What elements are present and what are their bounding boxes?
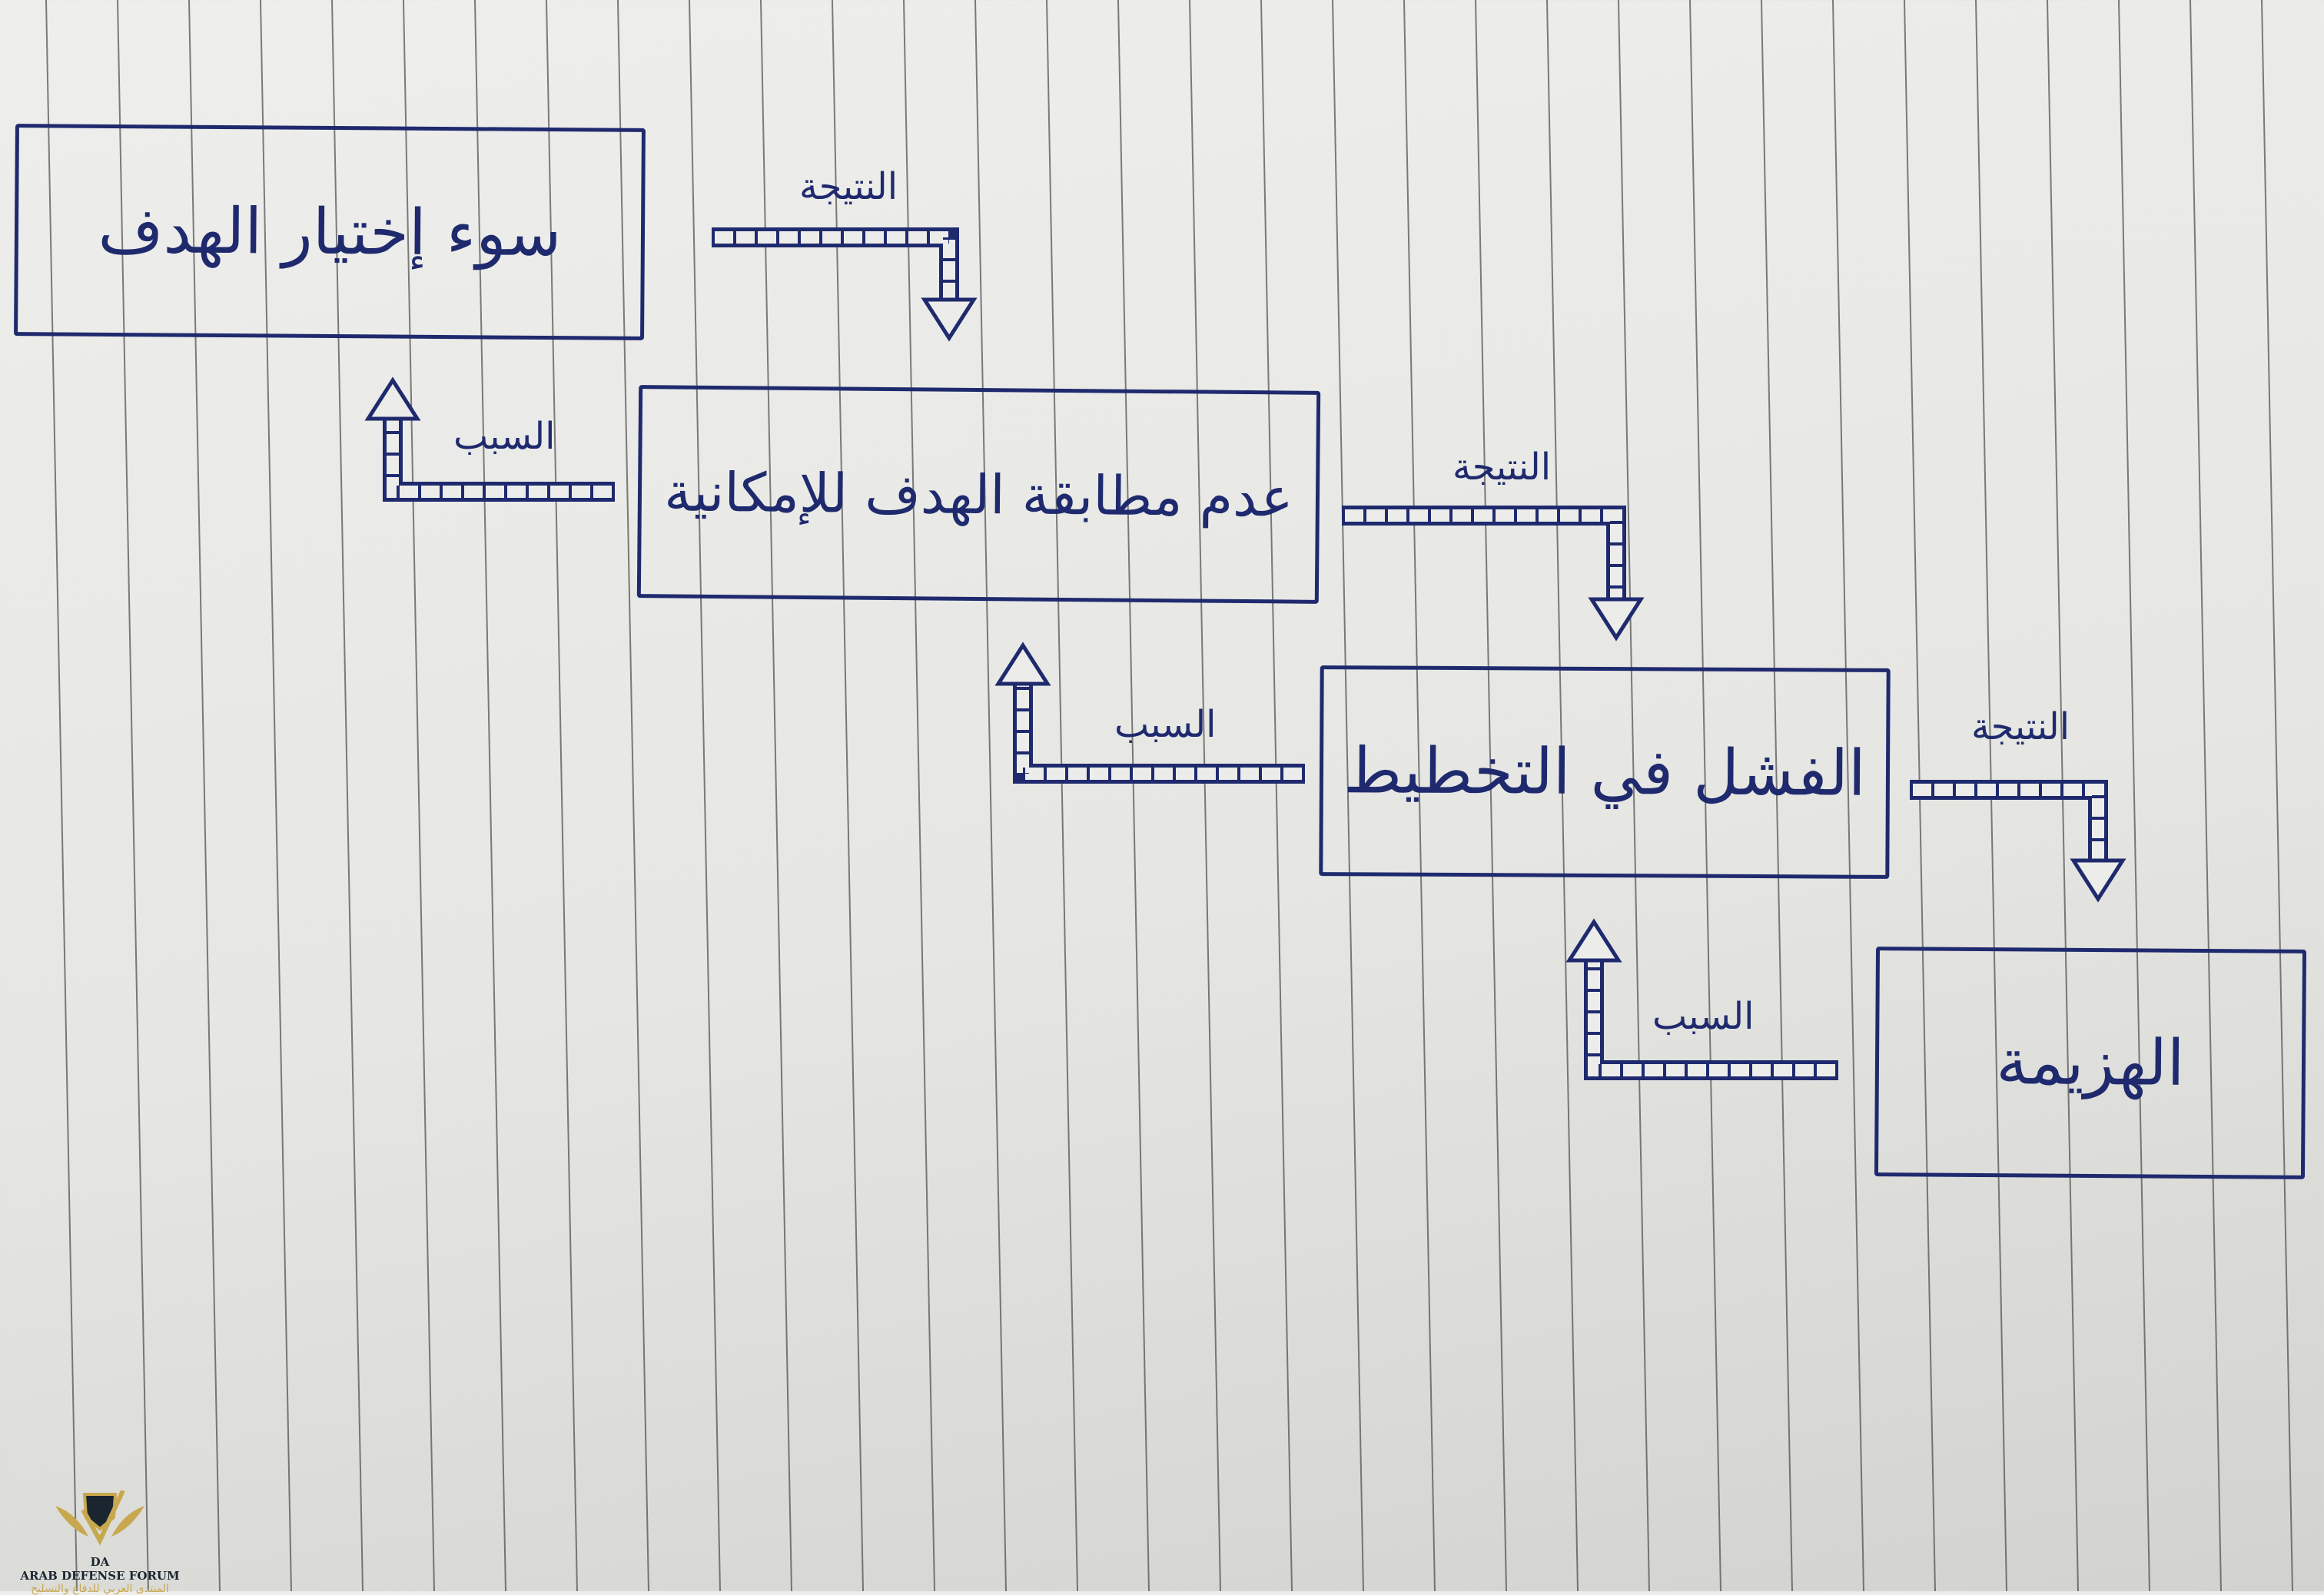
ruled-line [1189, 0, 1221, 1591]
ruled-line [1260, 0, 1293, 1591]
cause-arrow-1 [364, 376, 615, 502]
cause-label-2: السبب [1114, 703, 1217, 746]
ruled-line [1475, 0, 1507, 1591]
ruled-line [760, 0, 792, 1591]
ruled-line [1832, 0, 1864, 1591]
watermark-logo: DA ARAB DEFENSE FORUM المنتدى العربي للد… [15, 1489, 184, 1595]
arrow-shaft-hatch [712, 231, 955, 300]
ruled-line [903, 0, 935, 1591]
watermark-initials: DA [90, 1555, 110, 1569]
arrowhead-icon [364, 376, 421, 421]
ruled-line [1761, 0, 1793, 1591]
watermark-name-ar: المنتدى العربي للدفاع والتسليح [31, 1583, 169, 1595]
cause-arrow-2 [994, 642, 1305, 784]
ruled-line [1689, 0, 1721, 1591]
arrow-shaft-hatch [1910, 784, 2104, 861]
ruled-line [1618, 0, 1650, 1591]
shield-wings-icon [55, 1489, 144, 1546]
arrow-shaft-fill [1910, 784, 2104, 861]
ruled-line [188, 0, 221, 1591]
arrow-shaft-fill [387, 419, 615, 498]
ruled-line [117, 0, 149, 1591]
ruled-line [2118, 0, 2150, 1591]
ruled-line [403, 0, 435, 1591]
arrow-shaft-fill [1342, 509, 1622, 599]
cause-label-3: السبب [1652, 995, 1755, 1038]
ruled-line [2190, 0, 2222, 1591]
ruled-line [1332, 0, 1364, 1591]
ruled-line [45, 0, 78, 1591]
ruled-line [689, 0, 721, 1591]
ruled-line [331, 0, 364, 1591]
ruled-line [832, 0, 864, 1591]
result-arrow-2 [1342, 506, 1645, 642]
arrowhead-icon [994, 642, 1051, 686]
result-arrow-1 [712, 227, 978, 342]
ruled-line [1046, 0, 1078, 1591]
arrow-shaft-hatch [1342, 509, 1622, 599]
result-label-3: النتيجة [1971, 705, 2070, 748]
arrowhead-icon [2070, 858, 2126, 903]
ruled-line [617, 0, 649, 1591]
result-arrow-3 [1910, 780, 2126, 903]
arrow-shaft-hatch [1017, 684, 1305, 780]
arrow-shaft-outline [712, 227, 959, 300]
arrowhead-icon [921, 297, 978, 342]
ruled-line [2261, 0, 2293, 1591]
ruled-line [1117, 0, 1150, 1591]
arrow-shaft-fill [1588, 960, 1838, 1076]
ruled-line [1546, 0, 1579, 1591]
ruled-line [474, 0, 506, 1591]
arrowhead-icon [1565, 918, 1622, 963]
cause-arrow-3 [1565, 918, 1838, 1080]
ruled-line [1403, 0, 1436, 1591]
arrow-shaft-outline [1342, 506, 1626, 599]
arrow-shaft-outline [1910, 780, 2108, 861]
arrowhead-icon [1588, 597, 1645, 642]
watermark-name-en: ARAB DEFENSE FORUM [20, 1569, 180, 1583]
ruled-line [974, 0, 1007, 1591]
cause-label-1: السبب [453, 415, 556, 458]
ruled-line [546, 0, 578, 1591]
ruled-line [260, 0, 292, 1591]
result-label-2: النتيجة [1452, 446, 1552, 489]
result-label-1: النتيجة [799, 165, 898, 208]
